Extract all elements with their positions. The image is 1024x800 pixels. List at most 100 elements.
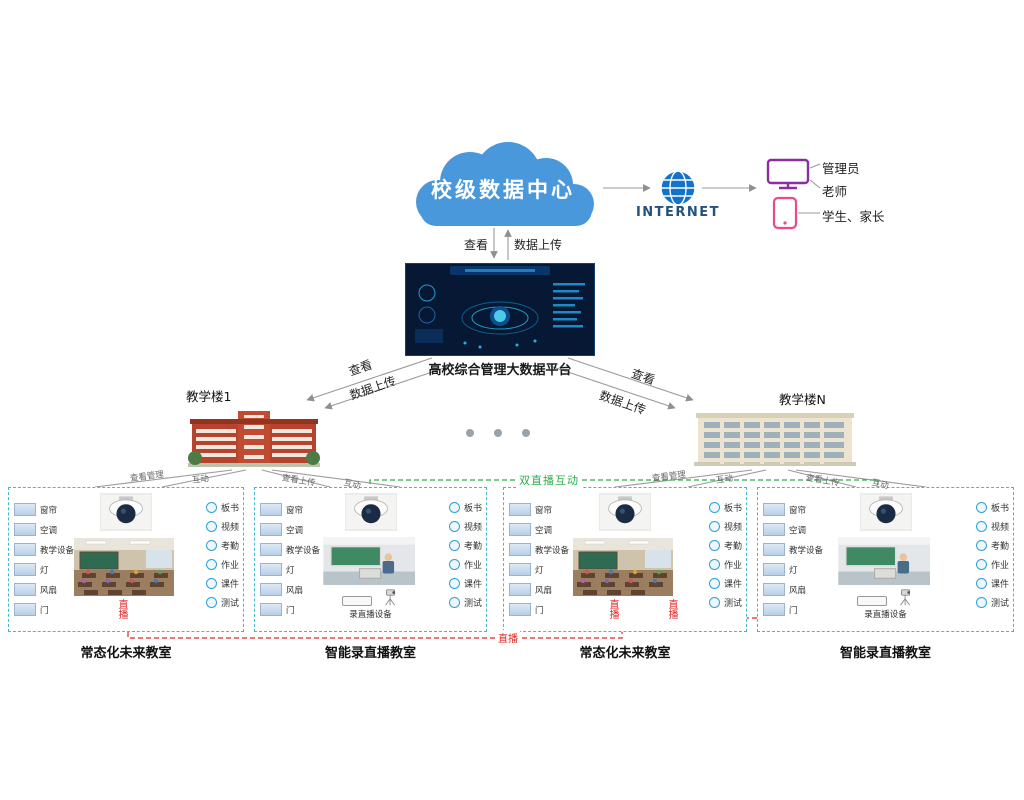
function-icon	[448, 559, 460, 570]
device-thumbnail	[763, 603, 785, 616]
device-item: 空调	[509, 521, 569, 538]
link-interact: 互动	[191, 473, 210, 486]
device-thumbnail	[509, 543, 531, 556]
device-item: 窗帘	[763, 501, 823, 518]
device-label: 教学设备	[286, 545, 321, 556]
device-label: 窗帘	[535, 505, 553, 516]
function-label: 作业	[990, 561, 1009, 571]
device-label: 空调	[40, 525, 58, 536]
function-icon	[205, 597, 217, 608]
function-label: 测试	[220, 599, 239, 609]
function-item: 考勤	[975, 538, 1009, 553]
function-label: 视频	[723, 523, 742, 533]
function-list: 板书 视频 考勤 作业 课件 测试	[975, 500, 1009, 610]
panel-caption: 智能录直播教室	[324, 646, 416, 661]
dome-camera-image	[599, 493, 651, 531]
function-icon	[448, 597, 460, 608]
recorder-label: 录直播设备	[864, 610, 907, 620]
function-item: 课件	[708, 576, 742, 591]
platform-screen	[405, 263, 595, 356]
device-thumbnail	[260, 523, 282, 536]
function-item: 视频	[708, 519, 742, 534]
device-label: 门	[789, 605, 798, 616]
function-list: 板书 视频 考勤 作业 课件 测试	[708, 500, 742, 610]
monitor-icon	[766, 158, 810, 190]
device-item: 灯	[509, 561, 569, 578]
device-item: 门	[763, 601, 823, 618]
function-item: 作业	[448, 557, 482, 572]
flow-view-right: 查看	[629, 366, 657, 388]
function-item: 作业	[975, 557, 1009, 572]
classroom-photo	[838, 536, 930, 586]
device-item: 灯	[14, 561, 74, 578]
function-item: 测试	[448, 595, 482, 610]
flow-view-left: 查看	[346, 357, 375, 379]
device-label: 窗帘	[286, 505, 304, 516]
device-thumbnail	[509, 523, 531, 536]
function-item: 视频	[448, 519, 482, 534]
function-item: 测试	[205, 595, 239, 610]
function-label: 考勤	[463, 542, 482, 552]
building-1-label: 教学楼1	[186, 389, 232, 404]
function-icon	[975, 559, 987, 570]
live-label: 直播	[666, 598, 677, 620]
building-n-image	[694, 406, 856, 468]
device-label: 空调	[789, 525, 807, 536]
function-label: 考勤	[990, 542, 1009, 552]
function-icon	[708, 559, 720, 570]
device-thumbnail	[14, 583, 36, 596]
device-thumbnail	[509, 563, 531, 576]
flow-view-label: 查看	[464, 238, 489, 252]
function-icon	[205, 559, 217, 570]
live-label: 直播	[116, 598, 127, 620]
function-label: 测试	[723, 599, 742, 609]
function-icon	[975, 540, 987, 551]
classroom-panel-2: 窗帘 空调 教学设备 灯 风扇 门 板书 视频 考勤 作业 课件 测试	[254, 487, 487, 661]
device-thumbnail	[509, 603, 531, 616]
function-label: 视频	[220, 523, 239, 533]
device-item: 空调	[260, 521, 320, 538]
function-label: 课件	[463, 580, 482, 590]
function-item: 视频	[205, 519, 239, 534]
function-item: 课件	[205, 576, 239, 591]
classroom-photo	[323, 536, 415, 586]
device-label: 空调	[286, 525, 304, 536]
device-thumbnail	[260, 563, 282, 576]
function-icon	[708, 597, 720, 608]
function-item: 板书	[448, 500, 482, 515]
recorder-host-image	[856, 596, 887, 606]
dome-camera-image	[345, 493, 397, 531]
device-item: 灯	[763, 561, 823, 578]
device-thumbnail	[14, 543, 36, 556]
link-interact: 互动	[715, 473, 734, 486]
role-teacher: 老师	[822, 184, 848, 199]
function-icon	[205, 540, 217, 551]
function-item: 测试	[708, 595, 742, 610]
function-label: 作业	[723, 561, 742, 571]
device-label: 灯	[789, 565, 798, 576]
function-icon	[448, 502, 460, 513]
platform-caption: 高校综合管理大数据平台	[428, 363, 572, 378]
device-item: 门	[14, 601, 74, 618]
device-list: 窗帘 空调 教学设备 灯 风扇 门	[14, 501, 74, 618]
function-item: 板书	[975, 500, 1009, 515]
device-item: 教学设备	[763, 541, 823, 558]
device-thumbnail	[763, 563, 785, 576]
function-item: 板书	[708, 500, 742, 515]
device-item: 风扇	[14, 581, 74, 598]
recorder-label: 录直播设备	[349, 610, 392, 620]
function-item: 考勤	[448, 538, 482, 553]
device-item: 门	[509, 601, 569, 618]
device-thumbnail	[260, 503, 282, 516]
device-thumbnail	[509, 583, 531, 596]
function-label: 考勤	[220, 542, 239, 552]
device-label: 风扇	[789, 585, 807, 596]
function-item: 考勤	[708, 538, 742, 553]
function-list: 板书 视频 考勤 作业 课件 测试	[448, 500, 482, 610]
device-label: 教学设备	[40, 545, 75, 556]
role-admin: 管理员	[822, 161, 860, 176]
panel-caption: 智能录直播教室	[839, 646, 931, 661]
device-label: 教学设备	[535, 545, 570, 556]
device-thumbnail	[14, 523, 36, 536]
